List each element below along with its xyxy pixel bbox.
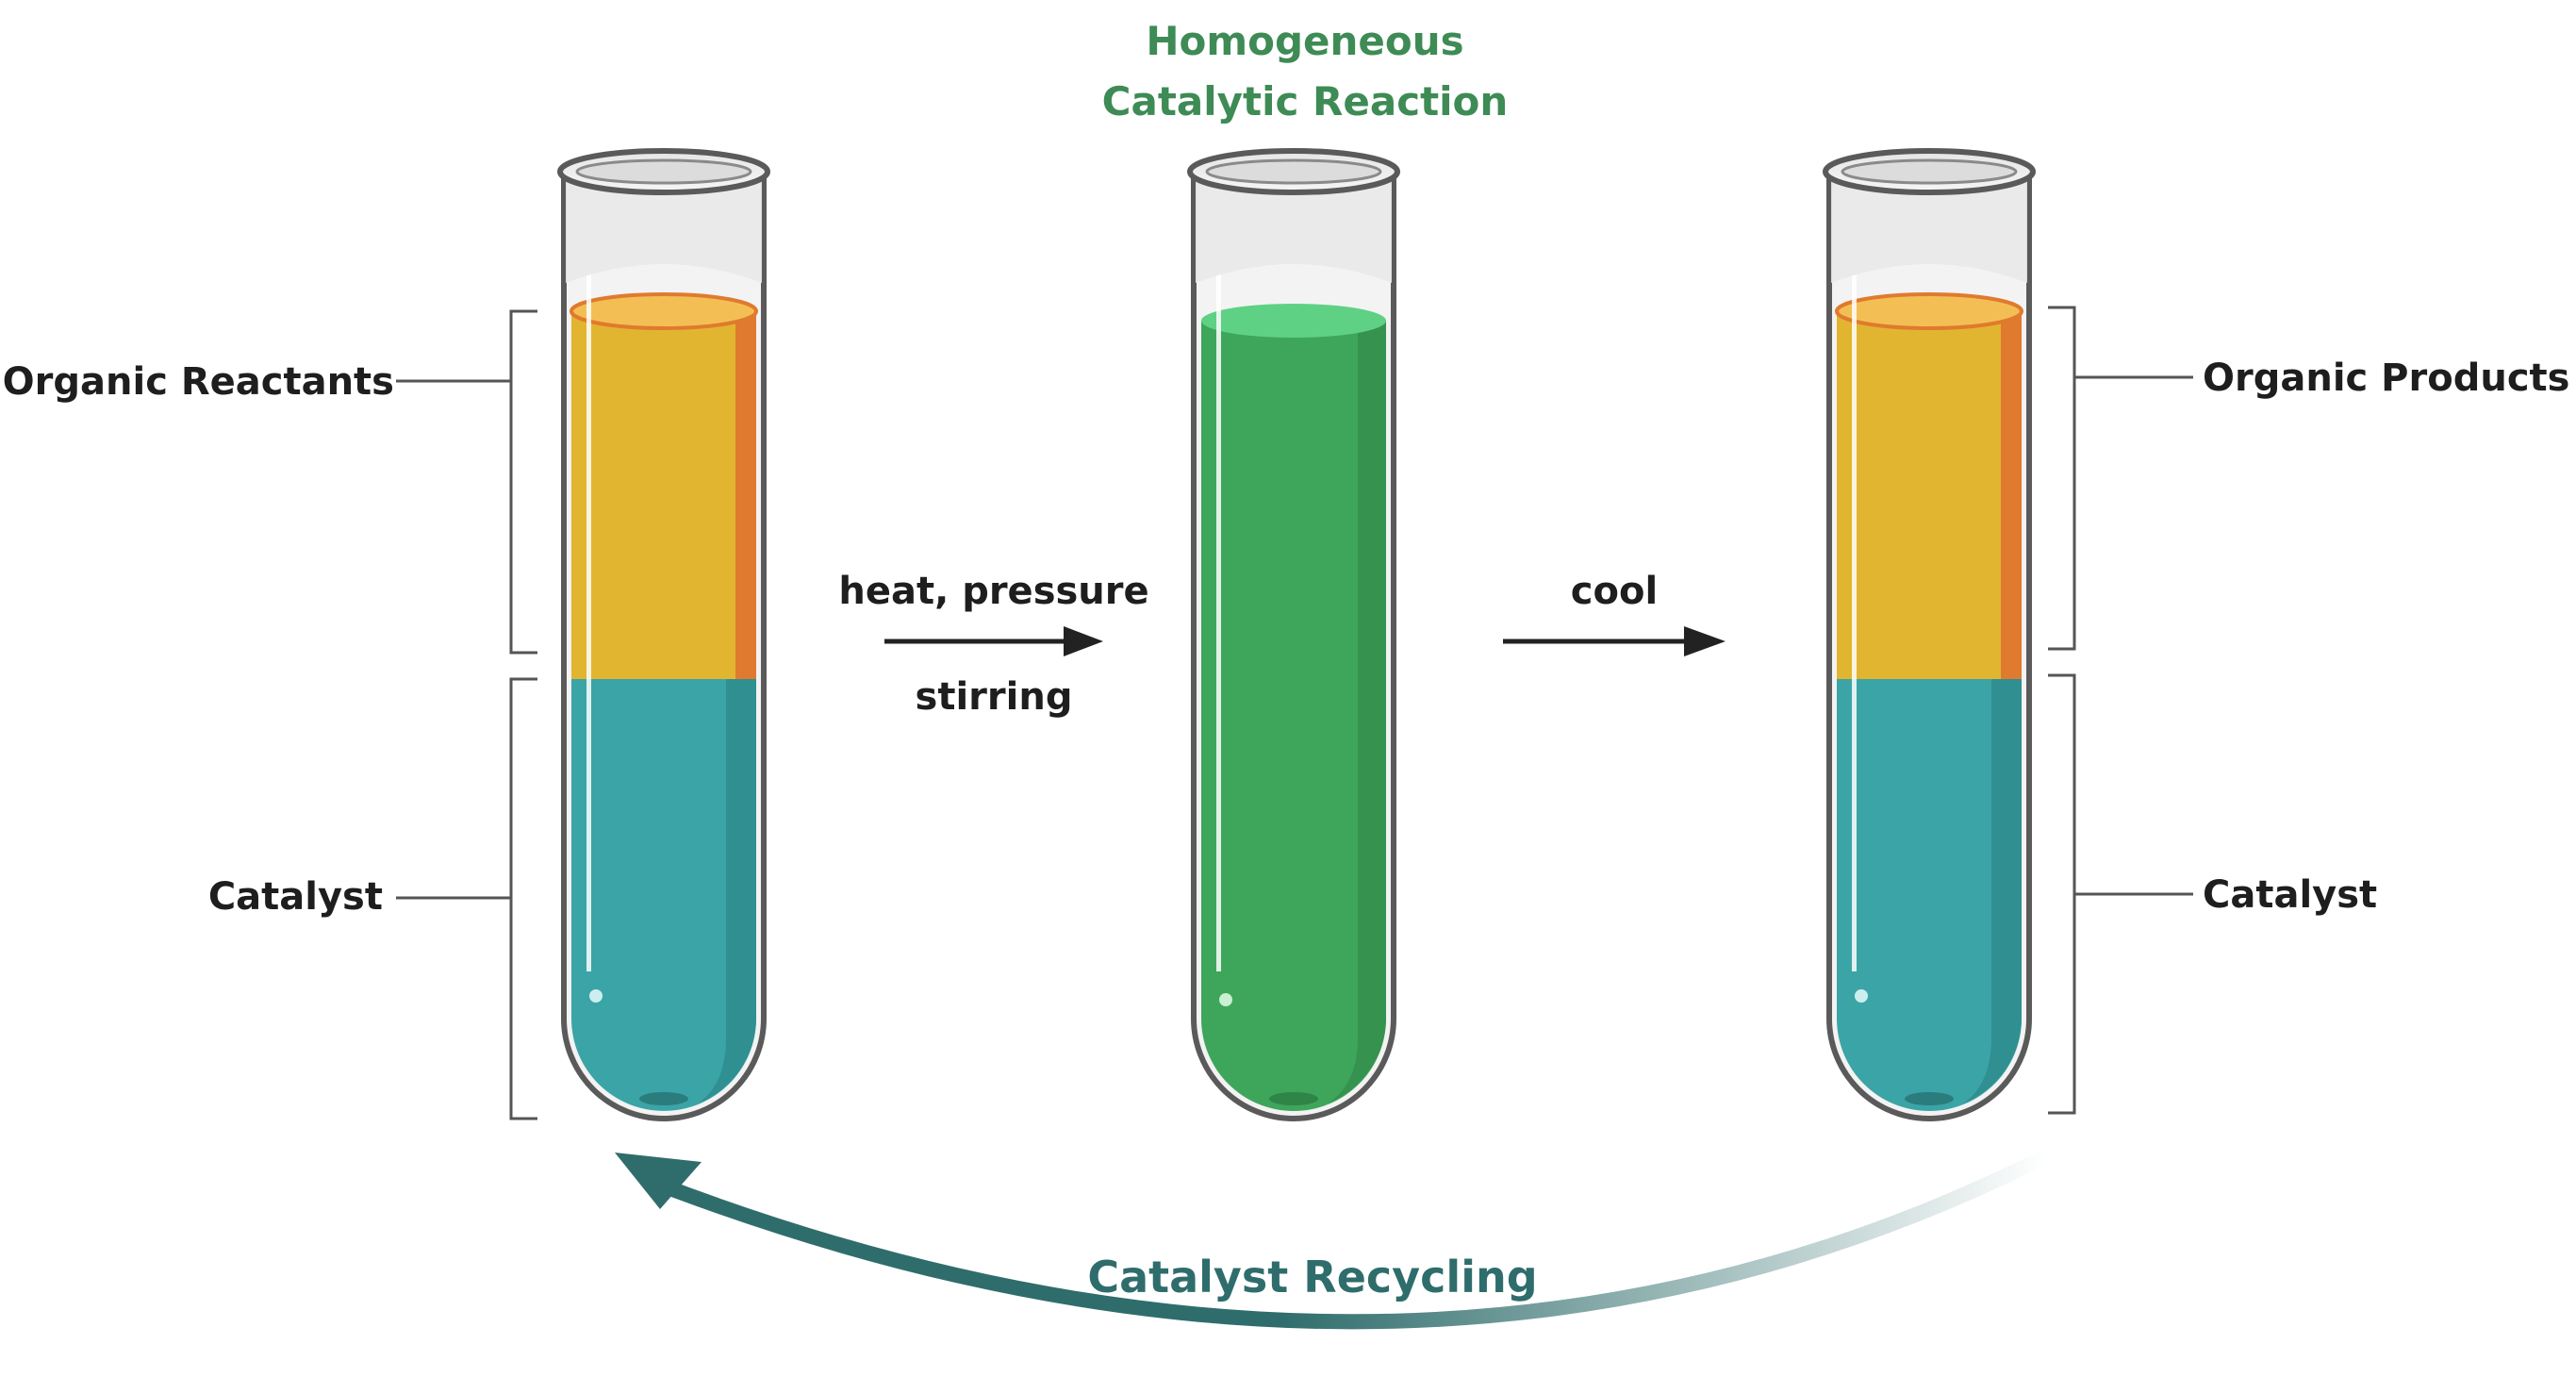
- bracket-catalyst-right: [2048, 673, 2193, 1115]
- tube-highlight: [1216, 274, 1221, 971]
- tube-bottom-shadow: [1269, 1092, 1318, 1105]
- tube-highlight: [586, 274, 591, 971]
- diagram-title-line2: Catalytic Reaction: [1102, 78, 1509, 124]
- tube-rim-inner: [1841, 158, 2018, 185]
- catalyst-recycling-arrow-icon: [615, 1151, 2050, 1330]
- tube-upper-glass: [566, 175, 762, 283]
- organic-layer: [571, 311, 756, 679]
- test-tube-left: [557, 148, 770, 1121]
- catalyst-layer-shade: [1963, 679, 2022, 1103]
- tube-highlight: [1852, 274, 1857, 971]
- label-catalyst-right: Catalyst: [2203, 873, 2377, 917]
- tube-bottom-shadow: [639, 1092, 688, 1105]
- step-stirring-label: stirring: [916, 675, 1073, 719]
- organic-layer-surface: [1835, 292, 2023, 330]
- organic-layer-surface: [570, 292, 758, 330]
- tube-rim-inner: [1205, 158, 1382, 185]
- catalyst-layer: [571, 679, 756, 1111]
- test-tube-middle: [1187, 148, 1400, 1121]
- step-heat-pressure-label: heat, pressure: [838, 570, 1148, 613]
- catalyst-layer-shade: [698, 679, 756, 1103]
- tube-upper-glass: [1196, 175, 1392, 283]
- tube-bubble: [1219, 993, 1232, 1006]
- tube-bubble: [589, 989, 603, 1003]
- label-organic-products: Organic Products: [2203, 357, 2569, 400]
- label-catalyst-recycling: Catalyst Recycling: [1087, 1252, 1537, 1302]
- organic-layer-rim: [735, 311, 756, 679]
- mixed-liquid-shade: [1328, 321, 1386, 1103]
- tube-bottom-shadow: [1905, 1092, 1954, 1105]
- mixed-liquid: [1201, 321, 1386, 1111]
- bracket-organic-reactants: [396, 309, 537, 655]
- tube-rim-inner: [575, 158, 752, 185]
- tube-bubble: [1855, 989, 1868, 1003]
- diagram-title-line1: Homogeneous: [1146, 18, 1463, 64]
- label-organic-reactants: Organic Reactants: [3, 360, 394, 404]
- bracket-catalyst-left: [396, 677, 537, 1120]
- label-catalyst-left: Catalyst: [208, 875, 383, 919]
- bracket-organic-products: [2048, 306, 2193, 651]
- arrow-heat-pressure-icon: [884, 626, 1103, 656]
- tube-upper-glass: [1831, 175, 2027, 283]
- step-cool-label: cool: [1571, 570, 1658, 613]
- organic-layer-rim: [2001, 311, 2022, 679]
- test-tube-right: [1823, 148, 2036, 1121]
- organic-layer: [1837, 311, 2022, 679]
- arrow-cool-icon: [1503, 626, 1726, 656]
- catalyst-layer: [1837, 679, 2022, 1111]
- mixed-liquid-surface: [1201, 304, 1386, 338]
